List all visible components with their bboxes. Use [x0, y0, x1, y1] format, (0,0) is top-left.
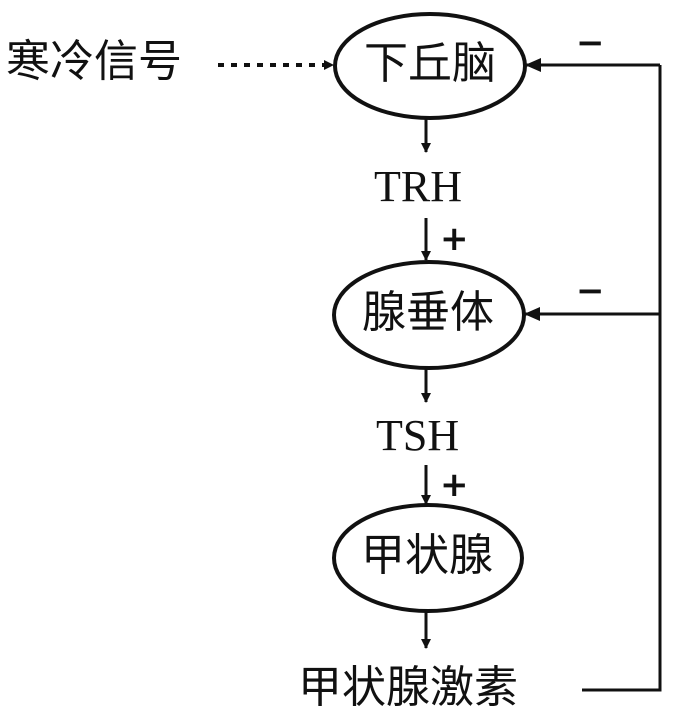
cold-signal-label: 寒冷信号 — [6, 36, 182, 87]
thyroid-ellipse — [332, 503, 524, 613]
tsh-label: TSH — [376, 411, 460, 460]
hypothalamus-label: 下丘脑 — [364, 38, 496, 89]
pituitary-label: 腺垂体 — [362, 287, 494, 338]
minus-sign-hypothalamus: − — [576, 23, 605, 63]
thyroid-label: 甲状腺 — [361, 530, 493, 581]
minus-sign-pituitary: − — [576, 271, 605, 311]
trh-label: TRH — [374, 162, 462, 211]
thyroxine-label: 甲状腺激素 — [298, 662, 518, 713]
plus-sign-trh: + — [440, 219, 469, 259]
plus-sign-tsh: + — [440, 465, 469, 505]
feedback-line — [582, 65, 662, 692]
